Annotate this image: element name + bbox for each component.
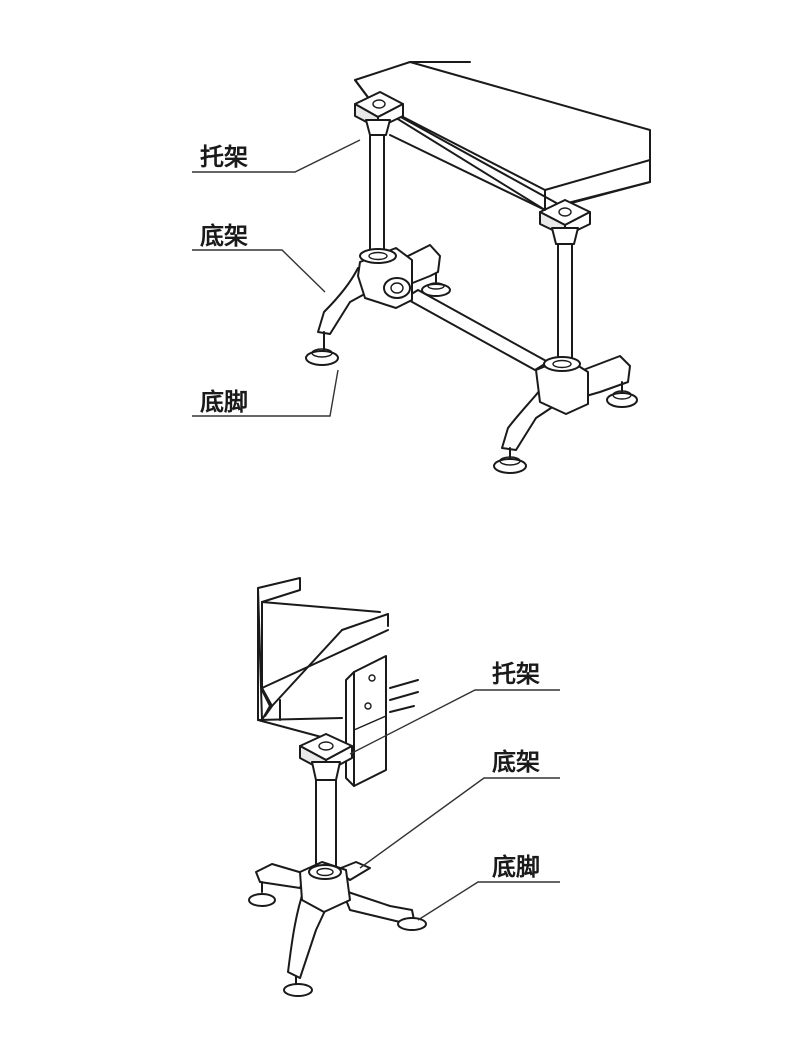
bottom-leaders xyxy=(349,689,560,921)
lower-cross-bar xyxy=(404,289,549,371)
bottom-stand-assembly xyxy=(248,577,427,997)
top-right-feet xyxy=(493,381,638,474)
top-left-post xyxy=(369,134,385,256)
bottom-top-bracket xyxy=(299,733,353,781)
upper-cross-rail xyxy=(389,134,546,211)
leader-top-bracket xyxy=(192,139,361,173)
top-label-foot: 底脚 xyxy=(200,388,248,416)
bottom-label-foot: 底脚 xyxy=(492,853,540,881)
top-left-bracket xyxy=(354,91,404,136)
leader-bottom-bracket xyxy=(349,689,560,755)
leader-bottom-foot xyxy=(417,881,560,921)
leader-top-foot xyxy=(192,369,339,417)
bottom-label-bracket: 托架 xyxy=(492,660,540,688)
bottom-feet xyxy=(248,881,427,997)
top-right-bracket xyxy=(539,199,591,245)
bottom-base-frame xyxy=(255,861,415,979)
top-label-base-frame: 底架 xyxy=(200,222,248,250)
top-right-post xyxy=(557,243,573,365)
bottom-side-frame xyxy=(257,577,419,743)
top-label-bracket: 托架 xyxy=(200,143,248,171)
leader-bottom-base-frame xyxy=(359,777,560,869)
bottom-mounting-plate xyxy=(345,655,387,787)
top-right-base-frame xyxy=(501,355,631,451)
bottom-label-base-frame: 底架 xyxy=(492,748,540,776)
top-left-base-frame xyxy=(317,244,441,335)
top-table-slab xyxy=(354,61,651,211)
bottom-pedestal-post xyxy=(315,779,337,873)
top-left-feet xyxy=(305,273,451,366)
top-leaders xyxy=(192,139,361,417)
top-frame-assembly xyxy=(305,61,651,474)
leader-top-base-frame xyxy=(192,249,326,293)
